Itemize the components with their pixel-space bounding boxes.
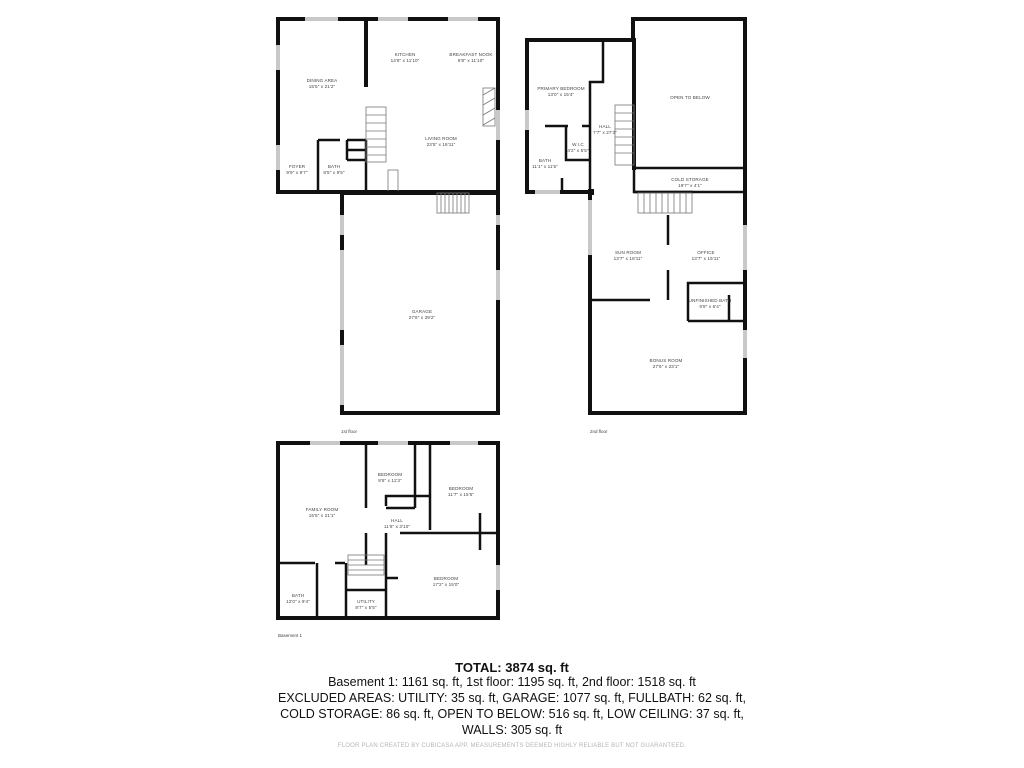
room-bath-2: BATH 11'1" x 11'5" [532,158,558,170]
basement-walls [276,441,500,620]
room-name: OFFICE [697,250,715,255]
floor-name-basement: Basement 1 [278,633,303,638]
room-dimensions: 23'5" x 18'11" [426,142,456,147]
room-dimensions: 8'8" x 11'10" [457,58,485,63]
room-utility: UTILITY 8'7" x 5'5" [355,599,376,611]
room-bedroom-3: BEDROOM 17'2" x 15'0" [433,576,460,588]
room-dimensions: 13'7" x 15'11" [691,256,721,261]
room-dimensions: 27'6" x 39'2" [408,315,436,320]
room-dimensions: 9'8" x 6'4" [699,304,721,309]
room-name: PRIMARY BEDROOM [537,86,585,91]
room-dimensions: 17'2" x 15'0" [432,582,460,587]
room-dimensions: 11'7" x 15'5" [447,492,475,497]
room-name: HALL [391,518,403,523]
room-name: BEDROOM [448,486,474,491]
room-hall: HALL 7'7" x 27'3" [593,124,617,136]
room-foyer: FOYER 9'9" x 9'7" [286,164,307,176]
room-dimensions: 4'2" x 5'5" [567,148,589,153]
room-bath: BATH 8'5" x 9'5" [323,164,344,176]
room-bedroom-1: BEDROOM 8'6" x 11'3" [378,472,402,484]
room-dimensions: 9'9" x 9'7" [286,170,308,175]
excluded-areas-line-2: COLD STORAGE: 86 sq. ft, OPEN TO BELOW: … [280,707,744,721]
room-dimensions: 11'1" x 11'5" [532,164,558,169]
excluded-areas-line-3: WALLS: 305 sq. ft [461,723,563,737]
room-family-room: FAMILY ROOM 15'5" x 21'1" [306,507,339,519]
floor-name-first: 1st floor [341,429,358,434]
room-name: GARAGE [411,309,433,314]
floor-areas-line: Basement 1: 1161 sq. ft, 1st floor: 1195… [328,675,696,689]
room-name: DINING AREA [306,78,338,83]
room-dimensions: 13'0" x 15'4" [547,92,575,97]
room-breakfast-nook: BREAKFAST NOOK 8'8" x 11'10" [449,52,492,64]
room-name: BATH [327,164,341,169]
room-dimensions: 19'7" x 4'1" [678,183,702,188]
room-hall-basement: HALL 11'6" x 3'10" [384,518,410,530]
room-bath-basement: BATH 12'0" x 9'4" [286,593,310,605]
room-name: UTILITY [357,599,375,604]
room-bonus-room: BONUS ROOM 27'6" x 23'1" [650,358,683,370]
room-name: UNFINISHED BATH [688,298,732,303]
room-primary-bedroom: PRIMARY BEDROOM 13'0" x 15'4" [537,86,584,98]
room-name: FAMILY ROOM [305,507,339,512]
room-dimensions: 14'8" x 11'10" [390,58,420,63]
room-open-to-below: OPEN TO BELOW [670,95,710,101]
total-area: TOTAL: 3874 sq. ft [455,660,569,675]
room-name: OPEN TO BELOW [670,95,710,100]
excluded-areas-line-1: EXCLUDED AREAS: UTILITY: 35 sq. ft, GARA… [278,691,746,705]
first-floor-walls [276,17,500,194]
room-name: FOYER [288,164,306,169]
room-dimensions: 8'7" x 5'5" [355,605,377,610]
room-name: BEDROOM [377,472,403,477]
room-name: W.I.C [572,142,584,147]
room-name: BATH [538,158,552,163]
room-bedroom-2: BEDROOM 11'7" x 15'5" [448,486,474,498]
room-dimensions: 13'7" x 18'11" [613,256,643,261]
room-name: BONUS ROOM [649,358,683,363]
room-name: BEDROOM [433,576,459,581]
room-dimensions: 15'5" x 21'1" [308,513,336,518]
room-office: OFFICE 13'7" x 15'11" [692,250,721,262]
room-dimensions: 11'6" x 3'10" [383,524,411,529]
room-wic: W.I.C 4'2" x 5'5" [567,142,588,154]
room-cold-storage: COLD STORAGE 19'7" x 4'1" [671,177,709,189]
floor-name-second: 2nd floor [590,429,608,434]
room-sun-room: SUN ROOM 13'7" x 18'11" [614,250,643,262]
room-dimensions: 27'6" x 23'1" [652,364,680,369]
room-name: HALL [599,124,611,129]
garage-walls [340,191,500,415]
room-dimensions: 8'6" x 11'3" [378,478,402,483]
room-name: BATH [291,593,305,598]
room-name: LIVING ROOM [425,136,457,141]
room-unfinished-bath: UNFINISHED BATH 9'8" x 6'4" [689,298,732,310]
room-name: COLD STORAGE [671,177,709,182]
room-kitchen: KITCHEN 14'8" x 11'10" [391,52,420,64]
credit-note: FLOOR PLAN CREATED BY CUBICASA APP. MEAS… [337,743,687,749]
room-name: KITCHEN [394,52,416,57]
room-dimensions: 12'0" x 9'4" [286,599,310,604]
room-dining-area: DINING AREA 15'5" x 21'2" [307,78,338,90]
second-floor-walls [525,17,747,415]
room-dimensions: 7'7" x 27'3" [593,130,617,135]
room-dimensions: 8'5" x 9'5" [323,170,345,175]
room-name: SUN ROOM [614,250,642,255]
room-dimensions: 15'5" x 21'2" [308,84,336,89]
room-living-room: LIVING ROOM 23'5" x 18'11" [425,136,457,148]
room-garage: GARAGE 27'6" x 39'2" [409,309,436,321]
room-name: BREAKFAST NOOK [449,52,493,57]
